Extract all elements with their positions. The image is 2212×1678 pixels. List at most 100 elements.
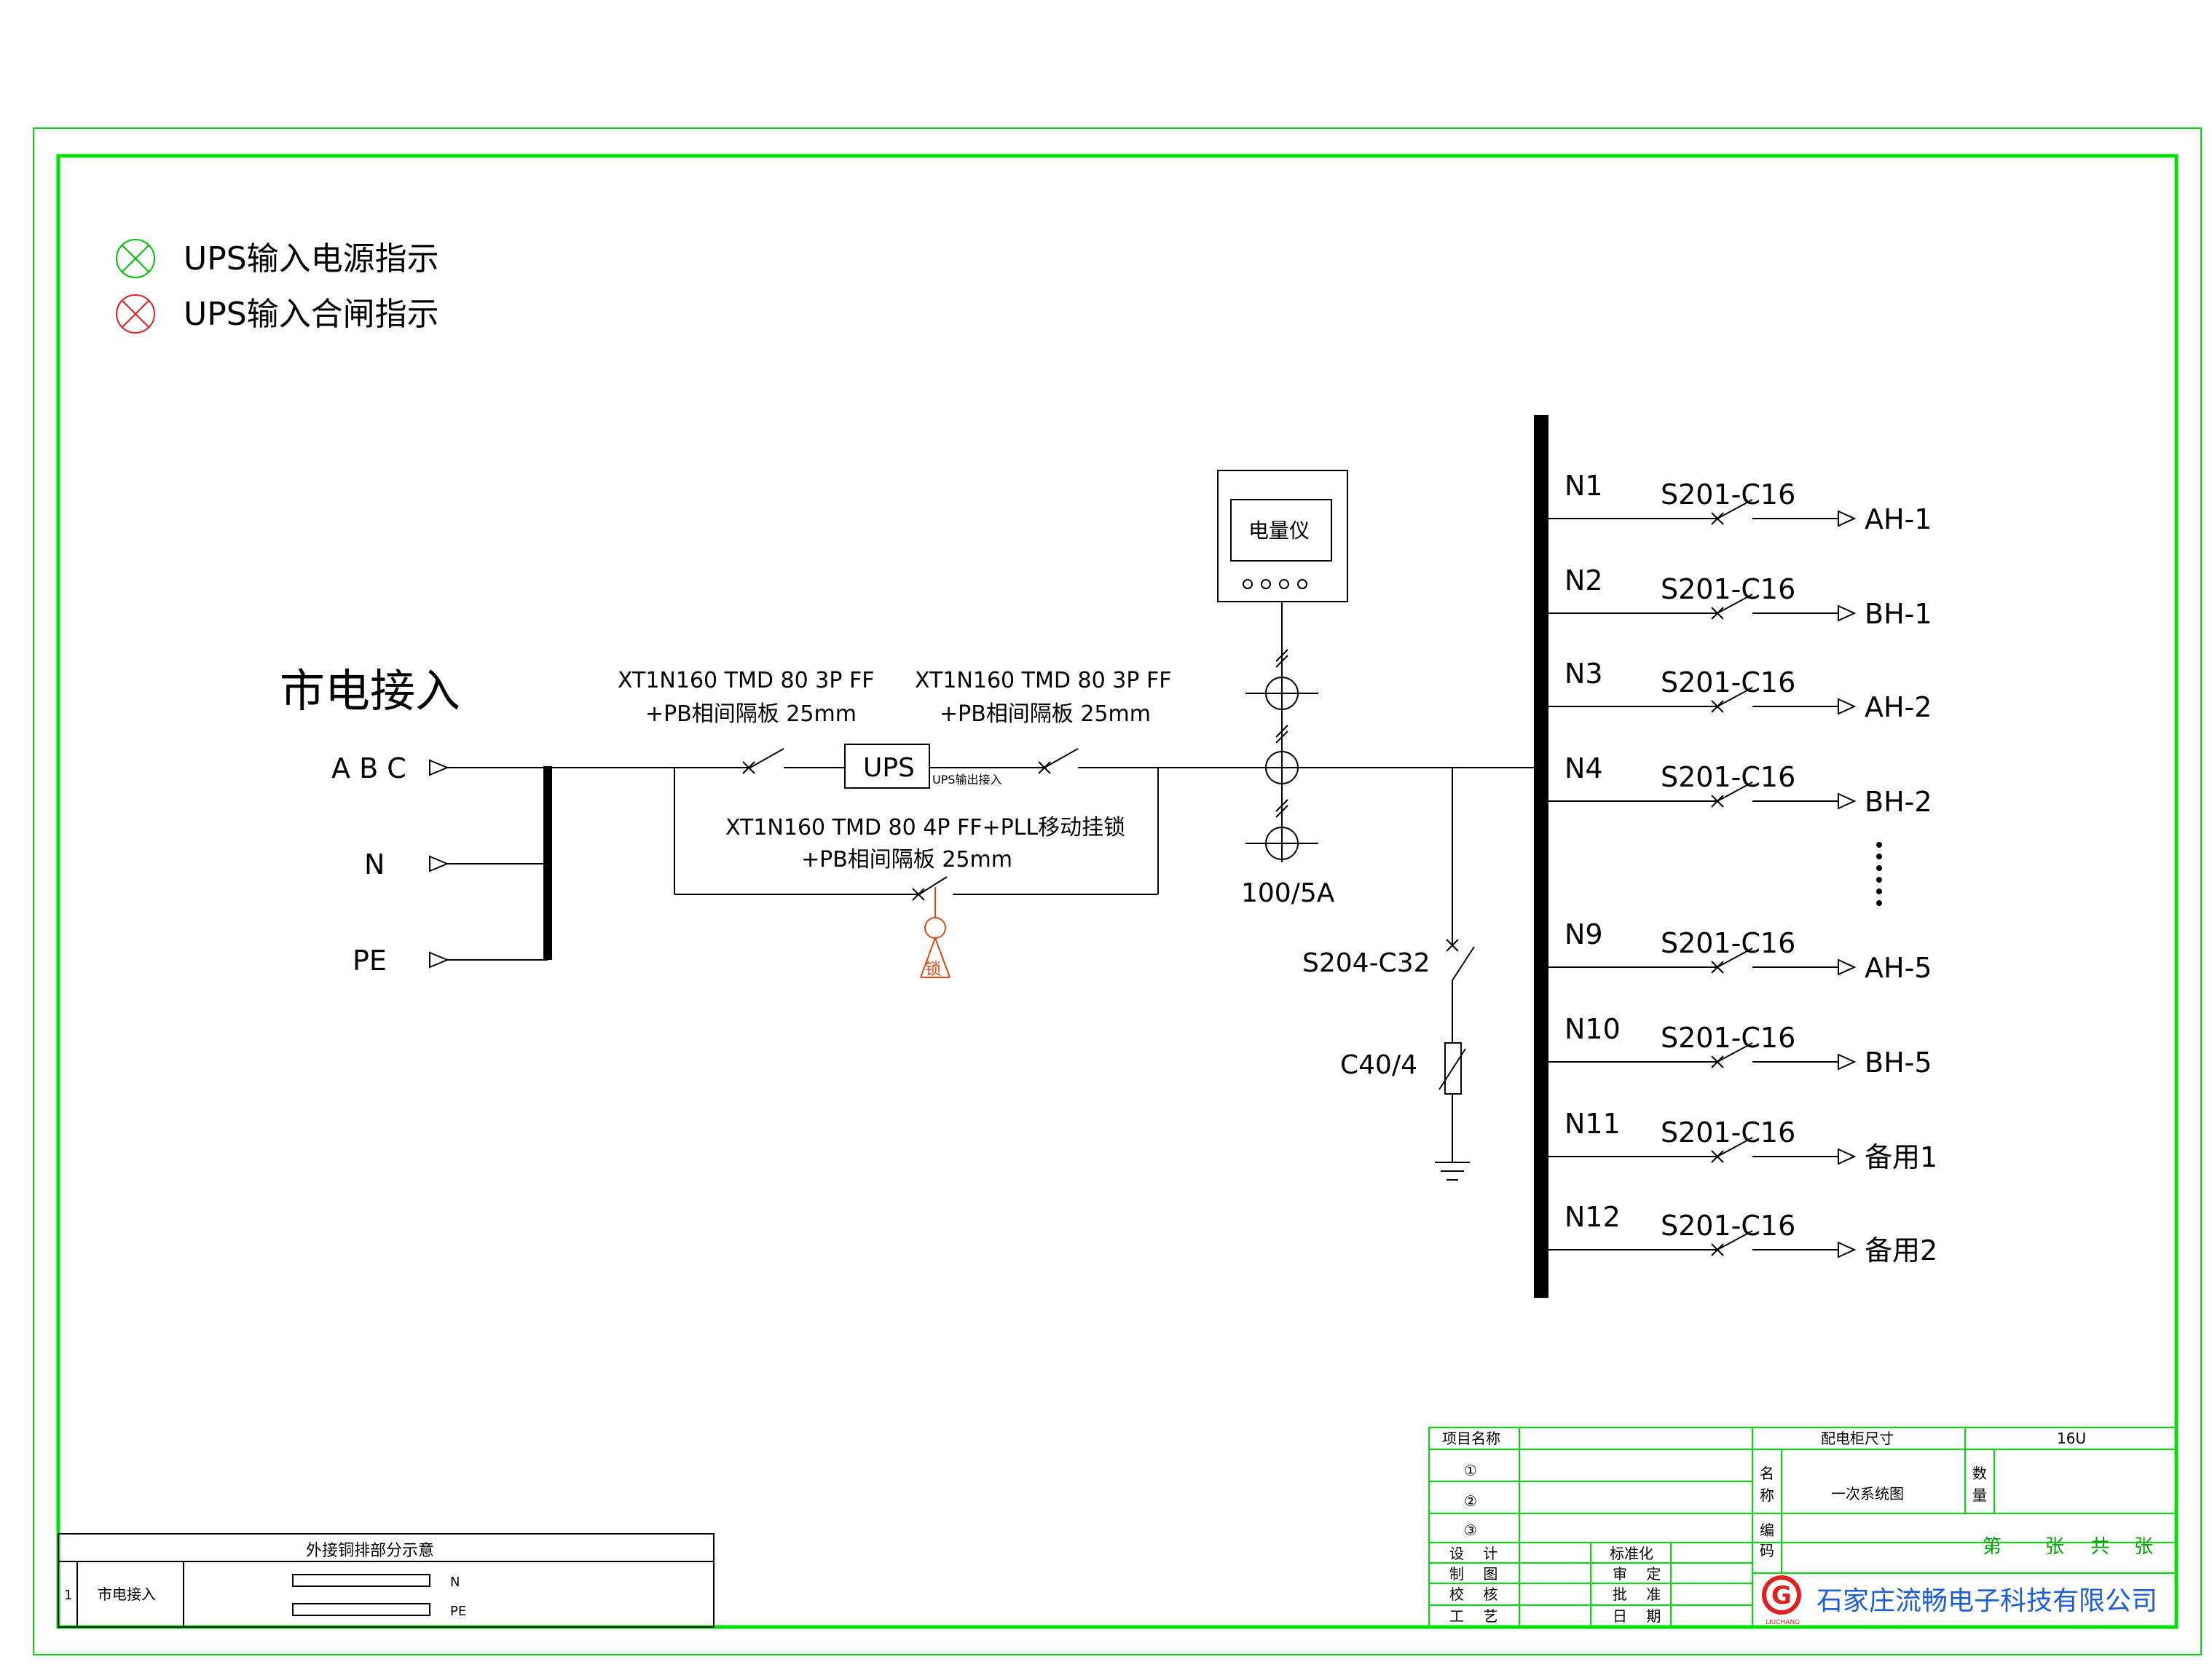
project-item-1: ① [1464,1462,1477,1479]
approve-label: 批 准 [1613,1586,1668,1603]
meter-buttons [1243,579,1307,589]
busbar-table-title: 外接铜排部分示意 [306,1542,434,1560]
circuit-breaker: S201-C16 [1661,927,1795,959]
circuit-breaker: S201-C16 [1661,1116,1795,1149]
busbar-table [58,1533,715,1628]
ups-box [844,744,930,789]
output-breaker [929,748,1538,774]
breaker-blade [1717,499,1753,519]
sheet-count: 第 张 共 张 [1983,1536,2153,1558]
circuit-load: BH-1 [1865,598,1932,630]
circuit-breaker: S201-C16 [1661,666,1795,698]
design-label: 设 计 [1449,1545,1505,1562]
output-breaker-note: +PB相间隔板 25mm [940,701,1151,727]
circuit-load: 备用1 [1865,1141,1937,1173]
terminal-arrows [429,759,449,969]
logo-letter: G [1771,1581,1792,1610]
breaker-blade [1717,1042,1753,1063]
title-block-text: 项目名称 ① ② ③ 设 计 制 图 校 核 工 艺 标准化 审 定 批 准 日… [1442,1430,2086,1625]
sheet-no-label: 第 [1983,1536,2002,1558]
circuit-load: AH-2 [1865,691,1932,723]
circuit-load: BH-2 [1865,786,1932,818]
meter-label: 电量仪 [1248,519,1310,543]
project-item-2: ② [1464,1492,1477,1510]
circuit-id: N1 [1564,470,1603,502]
circuit-breaker: S201-C16 [1661,1210,1795,1242]
project-item-3: ③ [1464,1521,1477,1539]
spd-breaker-label: S204-C32 [1302,948,1430,978]
circuit-id: N10 [1564,1013,1621,1045]
qty-label-1: 数 [1972,1465,1987,1482]
power-indicator-label: UPS输入电源指示 [184,240,439,277]
circuit-load: 备用2 [1865,1234,1937,1267]
circuit-id: N12 [1564,1201,1621,1233]
circuit-breaker: S201-C16 [1661,573,1795,605]
terminal-arrow [1838,698,1857,715]
mains-wires [447,767,750,961]
feeder-n11: N11 S201-C16 备用1 [1548,1108,1937,1173]
padlock-icon [920,887,950,978]
busbar-table-bar-n: N [450,1575,460,1590]
qty-label-2: 量 [1972,1486,1987,1504]
ct-ratio-label: 100/5A [1241,878,1335,908]
circuit-breaker: S201-C16 [1661,1022,1795,1054]
busbar-table-row-name: 市电接入 [98,1586,156,1603]
terminal-arrow [1838,604,1857,622]
code-label-2: 码 [1760,1542,1774,1559]
circuit-id: N11 [1564,1108,1621,1140]
input-busbar [543,766,552,960]
continuation-dots [1876,842,1882,906]
mains-title: 市电接入 [280,664,460,717]
company-name: 石家庄流畅电子科技有限公司 [1817,1586,2157,1616]
terminal-arrow [1838,510,1857,527]
busbar-table-bar-pe: PE [450,1604,466,1619]
circuit-breaker: S201-C16 [1661,761,1795,793]
distribution-busbar [1534,415,1548,1298]
terminal-arrow [1838,1053,1857,1071]
draw-label: 制 图 [1449,1565,1505,1583]
circuit-load: BH-5 [1865,1047,1932,1079]
code-label-1: 编 [1760,1521,1774,1539]
input-breaker-note: +PB相间隔板 25mm [645,701,857,727]
circuit-breaker: S201-C16 [1661,478,1795,511]
title-block-grid [1428,1427,2177,1628]
bypass-breaker-note: +PB相间隔板 25mm [801,847,1012,873]
terminal-arrow [1838,1148,1857,1165]
breaker-blade [1717,1137,1753,1157]
breaker-blade [1717,948,1753,968]
terminal-arrow [1838,1241,1857,1258]
standard-label: 标准化 [1610,1545,1653,1562]
review-label: 审 定 [1613,1565,1668,1583]
meter-screen [1230,499,1332,562]
circuit-load: AH-1 [1865,503,1932,535]
inner-frame [56,154,2178,1629]
breaker-blade [1717,1230,1753,1250]
lock-label: 锁 [925,961,941,979]
earth-label: PE [353,945,387,977]
logo-text: LIUCHANG [1766,1619,1800,1626]
name-value: 一次系统图 [1831,1485,1904,1502]
ups-label: UPS [863,753,915,783]
breaker-blade [1717,687,1753,707]
output-breaker-model: XT1N160 TMD 80 3P FF [915,668,1171,693]
phase-label: A B C [331,752,406,784]
close-indicator-icon [116,294,155,334]
legend: UPS输入电源指示 UPS输入合闸指示 [116,239,439,334]
sheet-end-label: 张 [2134,1536,2153,1558]
name-label-2: 称 [1760,1486,1774,1504]
close-indicator-label: UPS输入合闸指示 [184,296,439,333]
feeder-n12: N12 S201-C16 备用2 [1548,1201,1937,1267]
circuit-id: N9 [1564,918,1603,950]
input-breaker-model: XT1N160 TMD 80 3P FF [618,668,874,693]
ups-output-note: UPS输出接入 [932,773,1002,787]
cabinet-size-value: 16U [2057,1430,2086,1447]
breaker-blade [1717,594,1753,614]
spd-branch [1435,768,1475,1181]
